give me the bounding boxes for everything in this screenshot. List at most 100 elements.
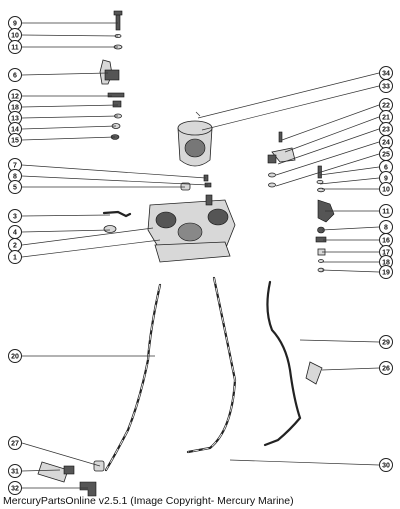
callout-number: 12: [11, 94, 19, 101]
leader-line: [281, 104, 380, 141]
callout-bubble: 23: [379, 122, 393, 136]
callout-bubble: 24: [379, 135, 393, 149]
callout-circle: [8, 133, 22, 147]
callout-number: 11: [11, 45, 19, 52]
callout-circle: [8, 481, 22, 495]
callout-circle: [379, 182, 393, 196]
callout-bubble: 26: [379, 361, 393, 375]
fuel-hose-left: [104, 283, 162, 472]
callout-number: 33: [382, 84, 390, 91]
fuel-line: [263, 280, 302, 447]
callout-bubble: 3: [8, 209, 22, 223]
callout-circle: [379, 204, 393, 218]
bracket: [271, 147, 296, 163]
callout-number: 10: [382, 187, 390, 194]
fuel-hose-right-inner: [187, 277, 236, 453]
callout-bubble: 21: [379, 110, 393, 124]
leader-line: [21, 239, 161, 258]
throttle-port-left: [155, 211, 177, 229]
leader-line: [321, 269, 380, 273]
callout-bubble: 1: [8, 250, 22, 264]
image-caption: MercuryPartsOnline v2.5.1 (Image Copyrig…: [3, 495, 294, 507]
callout-number: 10: [11, 33, 19, 40]
callout-number: 31: [11, 469, 19, 476]
switch-body: [104, 69, 120, 81]
leader-line: [21, 164, 207, 179]
leader-line: [197, 72, 380, 119]
base-gasket: [154, 241, 231, 263]
callout-number: 32: [11, 486, 19, 493]
callout-number: 22: [382, 103, 390, 110]
nut: [112, 100, 122, 108]
leader-line: [21, 136, 116, 141]
callout-number: 8: [384, 225, 388, 232]
callout-number: 9: [384, 176, 388, 183]
callout-bubble: 11: [379, 204, 393, 218]
callout-circle: [379, 361, 393, 375]
callout-number: 8: [13, 174, 17, 181]
callout-bubble: 2: [8, 238, 22, 252]
leader-line: [21, 72, 109, 76]
callout-number: 9: [13, 21, 17, 28]
callout-bubble: 10: [8, 28, 22, 42]
callout-bubble: 25: [379, 147, 393, 161]
callout-bubble: 30: [379, 458, 393, 472]
callout-bubble: 6: [8, 68, 22, 82]
callout-number: 13: [11, 116, 19, 123]
leader-line: [21, 442, 101, 467]
callout-number: 24: [382, 140, 390, 147]
leader-line: [275, 153, 380, 187]
callout-number: 30: [382, 463, 390, 470]
callout-circle: [8, 349, 22, 363]
callout-number: 20: [11, 354, 19, 361]
wire-clip: [102, 210, 132, 218]
hose-sleeve: [305, 361, 323, 385]
callout-number: 5: [13, 185, 17, 192]
grommet: [103, 225, 117, 233]
callout-bubble: 27: [8, 436, 22, 450]
bolt: [115, 13, 121, 31]
air-filter-top: [177, 120, 213, 136]
leader-line: [275, 141, 380, 176]
callout-circle: [379, 79, 393, 93]
leader-line: [21, 469, 61, 472]
leader-line: [21, 227, 154, 246]
callout-number: 2: [13, 243, 17, 250]
callout-bubble: 15: [8, 133, 22, 147]
callout-number: 25: [382, 152, 390, 159]
throttle-stud: [205, 194, 213, 206]
air-filter-opening: [184, 138, 206, 158]
leader-line: [21, 115, 119, 119]
callout-bubble: 16: [379, 233, 393, 247]
callout-circle: [8, 68, 22, 82]
elbow-fitting: [79, 481, 97, 497]
fuel-hose-left-inner: [105, 284, 161, 471]
callout-number: 26: [382, 366, 390, 373]
washer-r1: [316, 179, 324, 184]
callout-circle: [8, 436, 22, 450]
callout-bubble: 10: [379, 182, 393, 196]
leader-line: [21, 229, 111, 233]
callout-bubble: 31: [8, 464, 22, 478]
callout-number: 18: [11, 105, 19, 112]
callout-bubble: 9: [379, 171, 393, 185]
callout-circle: [379, 335, 393, 349]
leader-line: [21, 104, 119, 108]
callout-bubble: 22: [379, 98, 393, 112]
callout-number: 29: [382, 340, 390, 347]
leader-line: [321, 226, 380, 231]
callout-number: 19: [382, 270, 390, 277]
screw-top: [195, 111, 201, 117]
leader-line: [319, 177, 380, 185]
fuel-pump-fitting-nut: [63, 465, 75, 475]
throttle-port-right: [207, 208, 229, 226]
callout-bubble: 8: [379, 220, 393, 234]
callout-circle: [379, 458, 393, 472]
leader-line: [201, 85, 380, 131]
callout-number: 6: [384, 165, 388, 172]
callout-circle: [379, 265, 393, 279]
callout-number: 17: [382, 250, 390, 257]
callout-number: 21: [382, 115, 390, 122]
callout-number: 16: [382, 238, 390, 245]
